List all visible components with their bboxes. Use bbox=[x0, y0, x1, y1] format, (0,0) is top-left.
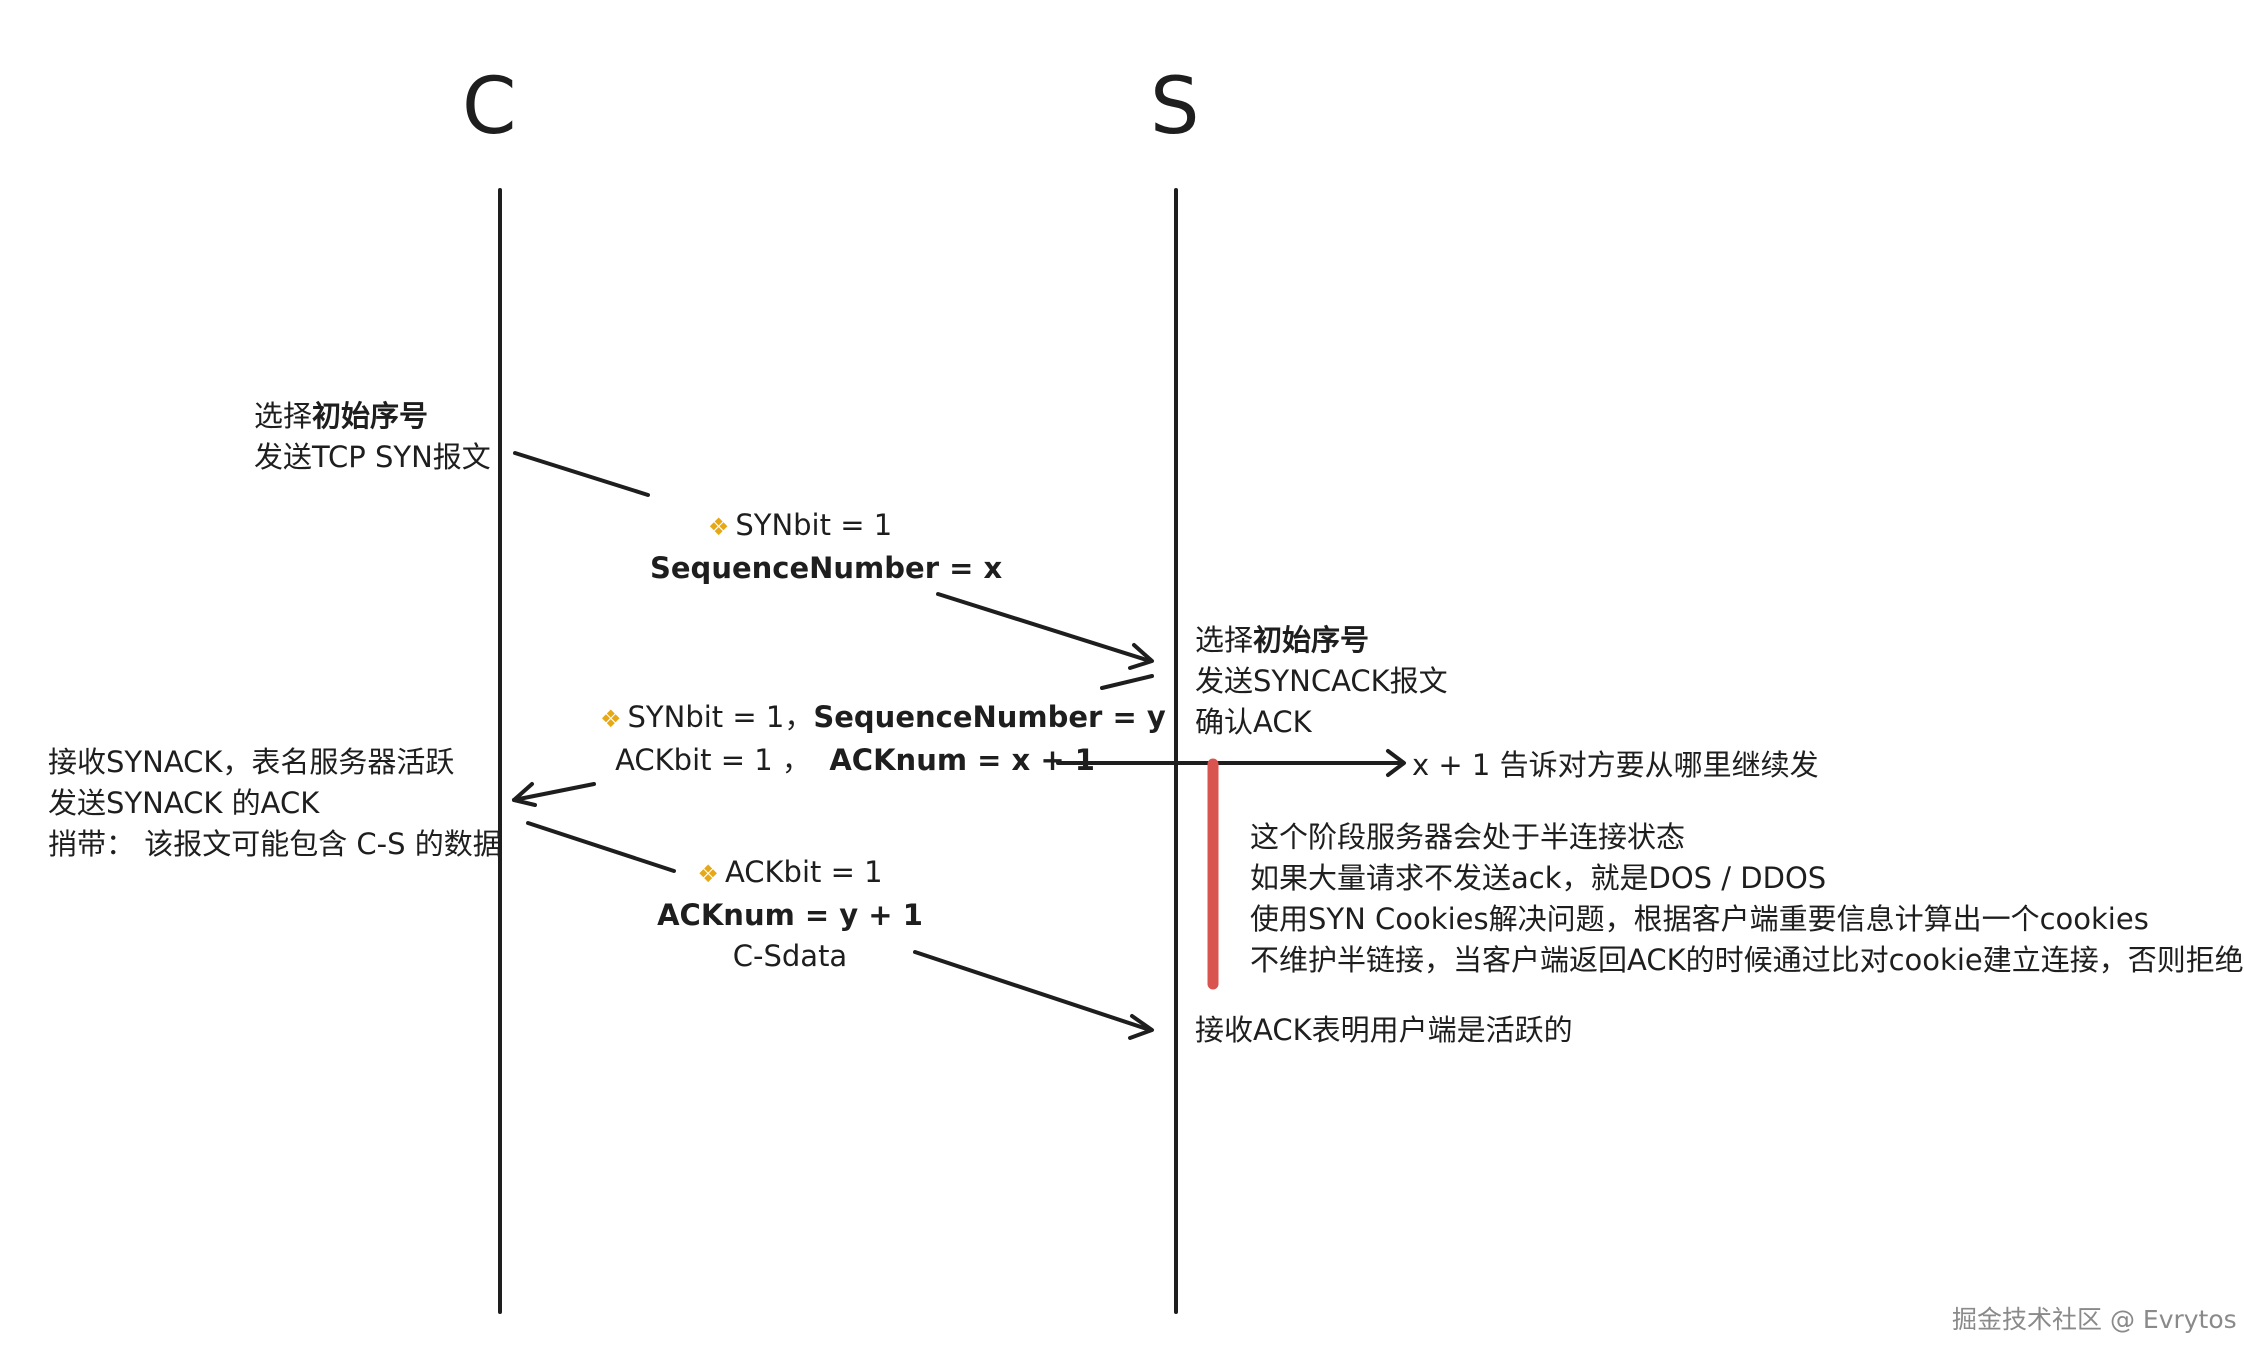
syn-arrow-segment-1 bbox=[513, 451, 650, 497]
client-syn-note-line1-bold: 初始序号 bbox=[312, 399, 429, 433]
client-ack-note-line2: 发送SYNACK 的ACK bbox=[48, 786, 320, 820]
synack-arrowhead bbox=[512, 782, 537, 807]
server-synack-note-line3: 确认ACK bbox=[1195, 705, 1312, 739]
ack-packet-label: ❖ACKbit = 1 ACKnum = y + 1 C-Sdata bbox=[640, 852, 940, 977]
ack-packet-line1: ACKbit = 1 bbox=[724, 855, 883, 889]
synack-packet-label: ❖SYNbit = 1，SequenceNumber = y ACKbit = … bbox=[600, 697, 1166, 781]
client-ack-note-line1: 接收SYNACK，表名服务器活跃 bbox=[48, 745, 455, 779]
ack-arrow-segment-1 bbox=[526, 821, 676, 873]
acknum-callout-arrowhead bbox=[1386, 749, 1406, 777]
synack-packet-line2-b: ACKnum = x + 1 bbox=[829, 743, 1095, 777]
client-syn-note-line2: 发送TCP SYN报文 bbox=[254, 440, 491, 474]
client-ack-note: 接收SYNACK，表名服务器活跃 发送SYNACK 的ACK 捎带： 该报文可能… bbox=[48, 742, 502, 865]
ack-arrowhead bbox=[1128, 1014, 1154, 1040]
syn-packet-line1: SYNbit = 1 bbox=[735, 508, 893, 542]
client-lane-heading: C bbox=[462, 62, 517, 152]
half-open-note: 这个阶段服务器会处于半连接状态 如果大量请求不发送ack，就是DOS / DDO… bbox=[1250, 817, 2244, 981]
handshake-icon: ❖ bbox=[697, 860, 719, 888]
ack-packet-line2: ACKnum = y + 1 bbox=[657, 898, 923, 932]
synack-arrow-segment-1 bbox=[1100, 674, 1154, 690]
watermark: 掘金技术社区 @ Evrytos bbox=[1952, 1305, 2237, 1334]
handshake-icon: ❖ bbox=[600, 705, 622, 733]
server-synack-note-line2: 发送SYNCACK报文 bbox=[1195, 664, 1448, 698]
server-synack-note: 选择初始序号 发送SYNCACK报文 确认ACK bbox=[1195, 620, 1448, 743]
half-open-note-line3: 使用SYN Cookies解决问题，根据客户端重要信息计算出一个cookies bbox=[1250, 902, 2149, 936]
syn-packet-label: ❖SYNbit = 1 SequenceNumber = x bbox=[650, 505, 1002, 589]
client-syn-note: 选择初始序号 发送TCP SYN报文 bbox=[254, 396, 491, 478]
server-ack-note: 接收ACK表明用户端是活跃的 bbox=[1195, 1013, 1573, 1047]
acknum-callout-text: x + 1 告诉对方要从哪里继续发 bbox=[1412, 748, 1819, 782]
ack-arrow-segment-2 bbox=[913, 950, 1152, 1032]
synack-packet-line1-b: SequenceNumber = y bbox=[813, 700, 1166, 734]
syn-packet-line2: SequenceNumber = x bbox=[650, 551, 1003, 585]
synack-arrow-segment-2 bbox=[512, 782, 596, 802]
half-open-note-line4: 不维护半链接，当客户端返回ACK的时候通过比对cookie建立连接，否则拒绝 bbox=[1250, 943, 2244, 977]
server-lane-heading: S bbox=[1150, 62, 1200, 152]
server-synack-note-line1-prefix: 选择 bbox=[1195, 623, 1254, 657]
syn-arrowhead bbox=[1128, 643, 1154, 670]
synack-packet-line2-a: ACKbit = 1 ， bbox=[615, 743, 811, 777]
synack-packet-line1-a: SYNbit = 1， bbox=[627, 700, 814, 734]
handshake-icon: ❖ bbox=[707, 513, 730, 541]
half-open-note-line1: 这个阶段服务器会处于半连接状态 bbox=[1250, 820, 1686, 854]
client-syn-note-line1-prefix: 选择 bbox=[254, 399, 313, 433]
client-ack-note-line3: 捎带： 该报文可能包含 C-S 的数据 bbox=[48, 827, 502, 861]
half-open-note-line2: 如果大量请求不发送ack，就是DOS / DDOS bbox=[1250, 861, 1827, 895]
ack-packet-line3: C-Sdata bbox=[732, 939, 848, 973]
server-synack-note-line1-bold: 初始序号 bbox=[1253, 623, 1370, 657]
syn-arrow-segment-2 bbox=[936, 592, 1152, 663]
